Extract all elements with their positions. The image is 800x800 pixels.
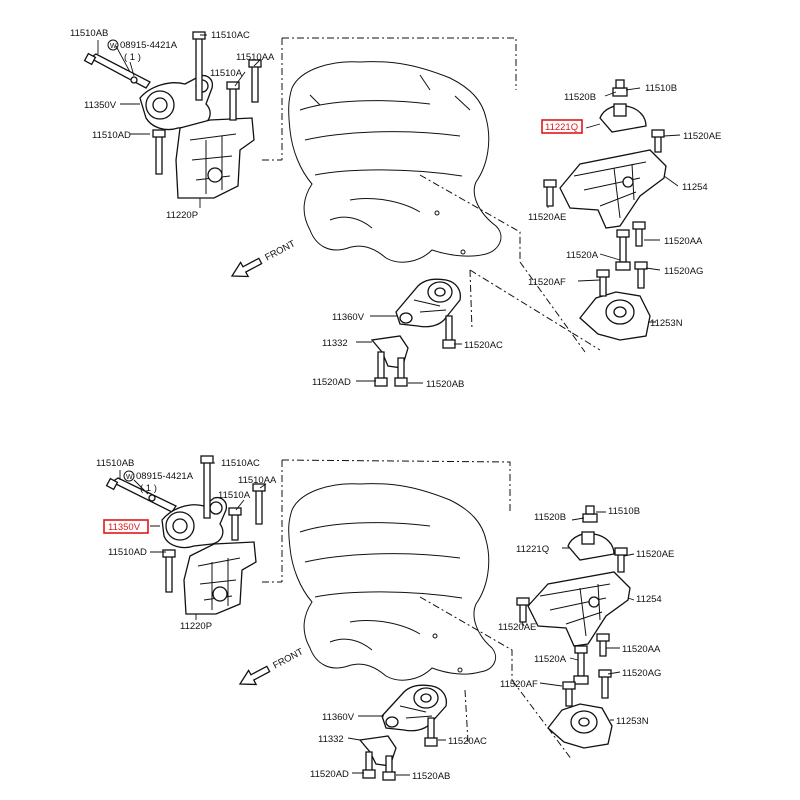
label-11221q: 11221Q bbox=[516, 544, 549, 555]
label-11520b: 11520B bbox=[564, 92, 596, 103]
label-11510ad: 11510AD bbox=[108, 547, 147, 558]
label-11520ae-left: 11520AE bbox=[498, 622, 536, 633]
label-11520ab: 11520AB bbox=[426, 379, 464, 390]
label-11520ag: 11520AG bbox=[622, 668, 661, 679]
label-11520af: 11520AF bbox=[500, 679, 538, 690]
label-11360v: 11360V bbox=[332, 312, 365, 323]
phantom-outline-lower bbox=[419, 596, 573, 761]
label-11221q: 11221Q bbox=[545, 122, 578, 133]
washer-mark-icon bbox=[107, 39, 119, 51]
label-11520ac: 11520AC bbox=[464, 340, 503, 351]
label-11332: 11332 bbox=[318, 734, 344, 745]
label-11254: 11254 bbox=[636, 594, 662, 605]
label-11520a: 11520A bbox=[534, 654, 567, 665]
mount-11350v-top bbox=[83, 31, 262, 199]
label-11520ae-right: 11520AE bbox=[683, 131, 721, 142]
label-11510aa: 11510AA bbox=[236, 52, 275, 63]
label-11510aa: 11510AA bbox=[238, 475, 277, 486]
label-08915: 08915-4421A bbox=[136, 471, 194, 482]
label-11510ab: 11510AB bbox=[96, 458, 134, 469]
label-11510a: 11510A bbox=[210, 68, 243, 79]
engine-block bbox=[288, 61, 502, 263]
front-label: FRONT bbox=[271, 646, 305, 671]
mount-11221q-top bbox=[543, 79, 667, 341]
label-11510b: 11510B bbox=[608, 506, 640, 517]
label-11520ae-right: 11520AE bbox=[636, 549, 674, 560]
label-11510ab: 11510AB bbox=[70, 28, 108, 39]
svg-text:W: W bbox=[110, 43, 117, 50]
label-11510b: 11510B bbox=[645, 83, 677, 94]
label-11253n: 11253N bbox=[616, 716, 649, 727]
mount-11360v-bottom bbox=[358, 684, 448, 781]
phantom-outline-lower bbox=[419, 174, 601, 353]
label-11254: 11254 bbox=[682, 182, 708, 193]
label-11253n: 11253N bbox=[650, 318, 683, 329]
label-08915-qty: ( 1 ) bbox=[124, 52, 141, 63]
panel-bottom: FRONT 11510AB W 08915-4421A ( 1 ) 11510A… bbox=[96, 455, 674, 782]
panel-top: FRONT 11510AB W 08915-4421A ( 1 ) 11510A… bbox=[70, 28, 721, 390]
label-11520ag: 11520AG bbox=[664, 266, 703, 277]
label-11332: 11332 bbox=[322, 338, 348, 349]
label-11520ac: 11520AC bbox=[448, 736, 487, 747]
washer-mark-icon bbox=[123, 470, 135, 482]
highlight-box-11350v bbox=[103, 519, 149, 534]
label-11520ad: 11520AD bbox=[312, 377, 351, 388]
label-08915-qty: ( 1 ) bbox=[140, 483, 157, 494]
label-11350v: 11350V bbox=[84, 100, 117, 111]
label-08915: 08915-4421A bbox=[120, 40, 178, 51]
label-11520ad: 11520AD bbox=[310, 769, 349, 780]
label-11520af: 11520AF bbox=[528, 277, 566, 288]
label-11220p: 11220P bbox=[180, 621, 212, 632]
front-arrow-top: FRONT bbox=[230, 238, 297, 278]
mount-11360v-top bbox=[370, 278, 462, 387]
label-11510ac: 11510AC bbox=[211, 30, 250, 41]
label-11510a: 11510A bbox=[218, 490, 251, 501]
mount-11350v-bottom bbox=[105, 455, 266, 615]
phantom-outline bbox=[262, 37, 517, 161]
svg-text:W: W bbox=[126, 474, 133, 481]
label-11520ae-left: 11520AE bbox=[528, 212, 566, 223]
label-11520b: 11520B bbox=[534, 512, 566, 523]
label-11350v: 11350V bbox=[108, 522, 141, 533]
label-11220p: 11220P bbox=[166, 210, 198, 221]
label-11520a: 11520A bbox=[566, 250, 599, 261]
front-label: FRONT bbox=[263, 238, 297, 263]
phantom-outline bbox=[262, 459, 511, 583]
label-11520aa: 11520AA bbox=[622, 644, 661, 655]
front-arrow-bottom: FRONT bbox=[238, 646, 305, 686]
label-11510ac: 11510AC bbox=[221, 458, 260, 469]
label-11520ab: 11520AB bbox=[412, 771, 450, 782]
label-11520aa: 11520AA bbox=[664, 236, 703, 247]
label-11360v: 11360V bbox=[322, 712, 355, 723]
label-11510ad: 11510AD bbox=[92, 130, 131, 141]
highlight-box-11221q bbox=[541, 119, 583, 134]
engine-block bbox=[288, 483, 496, 681]
